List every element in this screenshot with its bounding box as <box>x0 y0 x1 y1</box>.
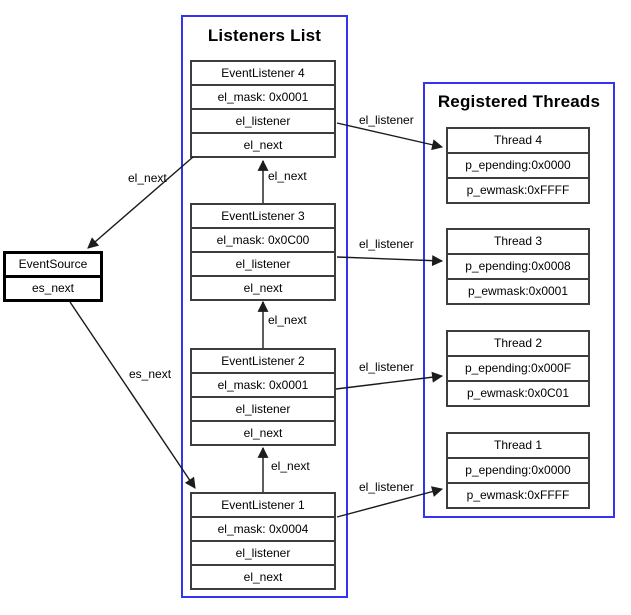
thread-1-node: Thread 1 p_epending:0x0000 p_ewmask:0xFF… <box>446 432 590 509</box>
arrow-es-next-source-to-1 <box>69 301 196 489</box>
eventlistener-4-el-listener: el_listener <box>192 108 334 132</box>
label-el-next-3-to-4: el_next <box>268 169 307 183</box>
eventlistener-3-title: EventListener 3 <box>221 209 305 223</box>
label-el-listener-1: el_listener <box>359 480 414 494</box>
listeners-list-title: Listeners List <box>207 26 322 45</box>
thread-4-node: Thread 4 p_epending:0x0000 p_ewmask:0xFF… <box>446 127 590 204</box>
thread-1-title: Thread 1 <box>493 438 543 452</box>
eventlistener-3-node: EventListener 3 el_mask: 0x0C00 el_liste… <box>190 203 336 301</box>
eventlistener-4-el-mask: el_mask: 0x0001 <box>192 84 334 108</box>
thread-3-p-ewmask: p_ewmask:0x0001 <box>448 278 588 303</box>
thread-2-title: Thread 2 <box>493 336 543 350</box>
thread-2-p-ewmask: p_ewmask:0x0C01 <box>448 380 588 405</box>
thread-4-p-ewmask: p_ewmask:0xFFFF <box>448 177 588 202</box>
label-el-listener-3: el_listener <box>359 237 414 251</box>
eventlistener-1-node: EventListener 1 el_mask: 0x0004 el_liste… <box>190 492 336 590</box>
label-el-listener-4: el_listener <box>359 113 414 127</box>
eventlistener-4-node: EventListener 4 el_mask: 0x0001 el_liste… <box>190 60 336 158</box>
label-el-next-1-to-2: el_next <box>271 459 310 473</box>
eventlistener-1-el-mask: el_mask: 0x0004 <box>192 516 334 540</box>
eventlistener-3-el-next: el_next <box>192 275 334 299</box>
eventlistener-2-node: EventListener 2 el_mask: 0x0001 el_liste… <box>190 348 336 446</box>
eventlistener-4-title: EventListener 4 <box>221 66 305 80</box>
eventlistener-2-title: EventListener 2 <box>221 354 305 368</box>
eventsource-title: EventSource <box>18 257 88 271</box>
label-el-listener-2: el_listener <box>359 360 414 374</box>
thread-3-title: Thread 3 <box>493 234 543 248</box>
thread-1-p-epending: p_epending:0x0000 <box>448 457 588 482</box>
eventlistener-1-title: EventListener 1 <box>221 498 305 512</box>
thread-2-p-epending: p_epending:0x000F <box>448 355 588 380</box>
eventlistener-1-el-listener: el_listener <box>192 540 334 564</box>
thread-3-p-epending: p_epending:0x0008 <box>448 253 588 278</box>
thread-4-p-epending: p_epending:0x0000 <box>448 152 588 177</box>
eventsource-field-es-next: es_next <box>6 275 100 299</box>
eventlistener-2-el-listener: el_listener <box>192 396 334 420</box>
eventlistener-3-el-listener: el_listener <box>192 251 334 275</box>
eventlistener-2-el-mask: el_mask: 0x0001 <box>192 372 334 396</box>
thread-3-node: Thread 3 p_epending:0x0008 p_ewmask:0x00… <box>446 228 590 305</box>
label-el-next-4-to-source: el_next <box>128 171 167 185</box>
eventlistener-1-el-next: el_next <box>192 564 334 588</box>
thread-2-node: Thread 2 p_epending:0x000F p_ewmask:0x0C… <box>446 330 590 407</box>
eventsource-node: EventSource es_next <box>3 251 103 302</box>
eventlistener-4-el-next: el_next <box>192 132 334 156</box>
registered-threads-title: Registered Threads <box>437 92 601 111</box>
eventlistener-3-el-mask: el_mask: 0x0C00 <box>192 227 334 251</box>
eventlistener-2-el-next: el_next <box>192 420 334 444</box>
registered-threads-group: Registered Threads <box>423 82 615 518</box>
thread-4-title: Thread 4 <box>493 133 543 147</box>
label-es-next: es_next <box>129 367 172 381</box>
label-el-next-2-to-3: el_next <box>268 313 307 327</box>
thread-1-p-ewmask: p_ewmask:0xFFFF <box>448 482 588 507</box>
